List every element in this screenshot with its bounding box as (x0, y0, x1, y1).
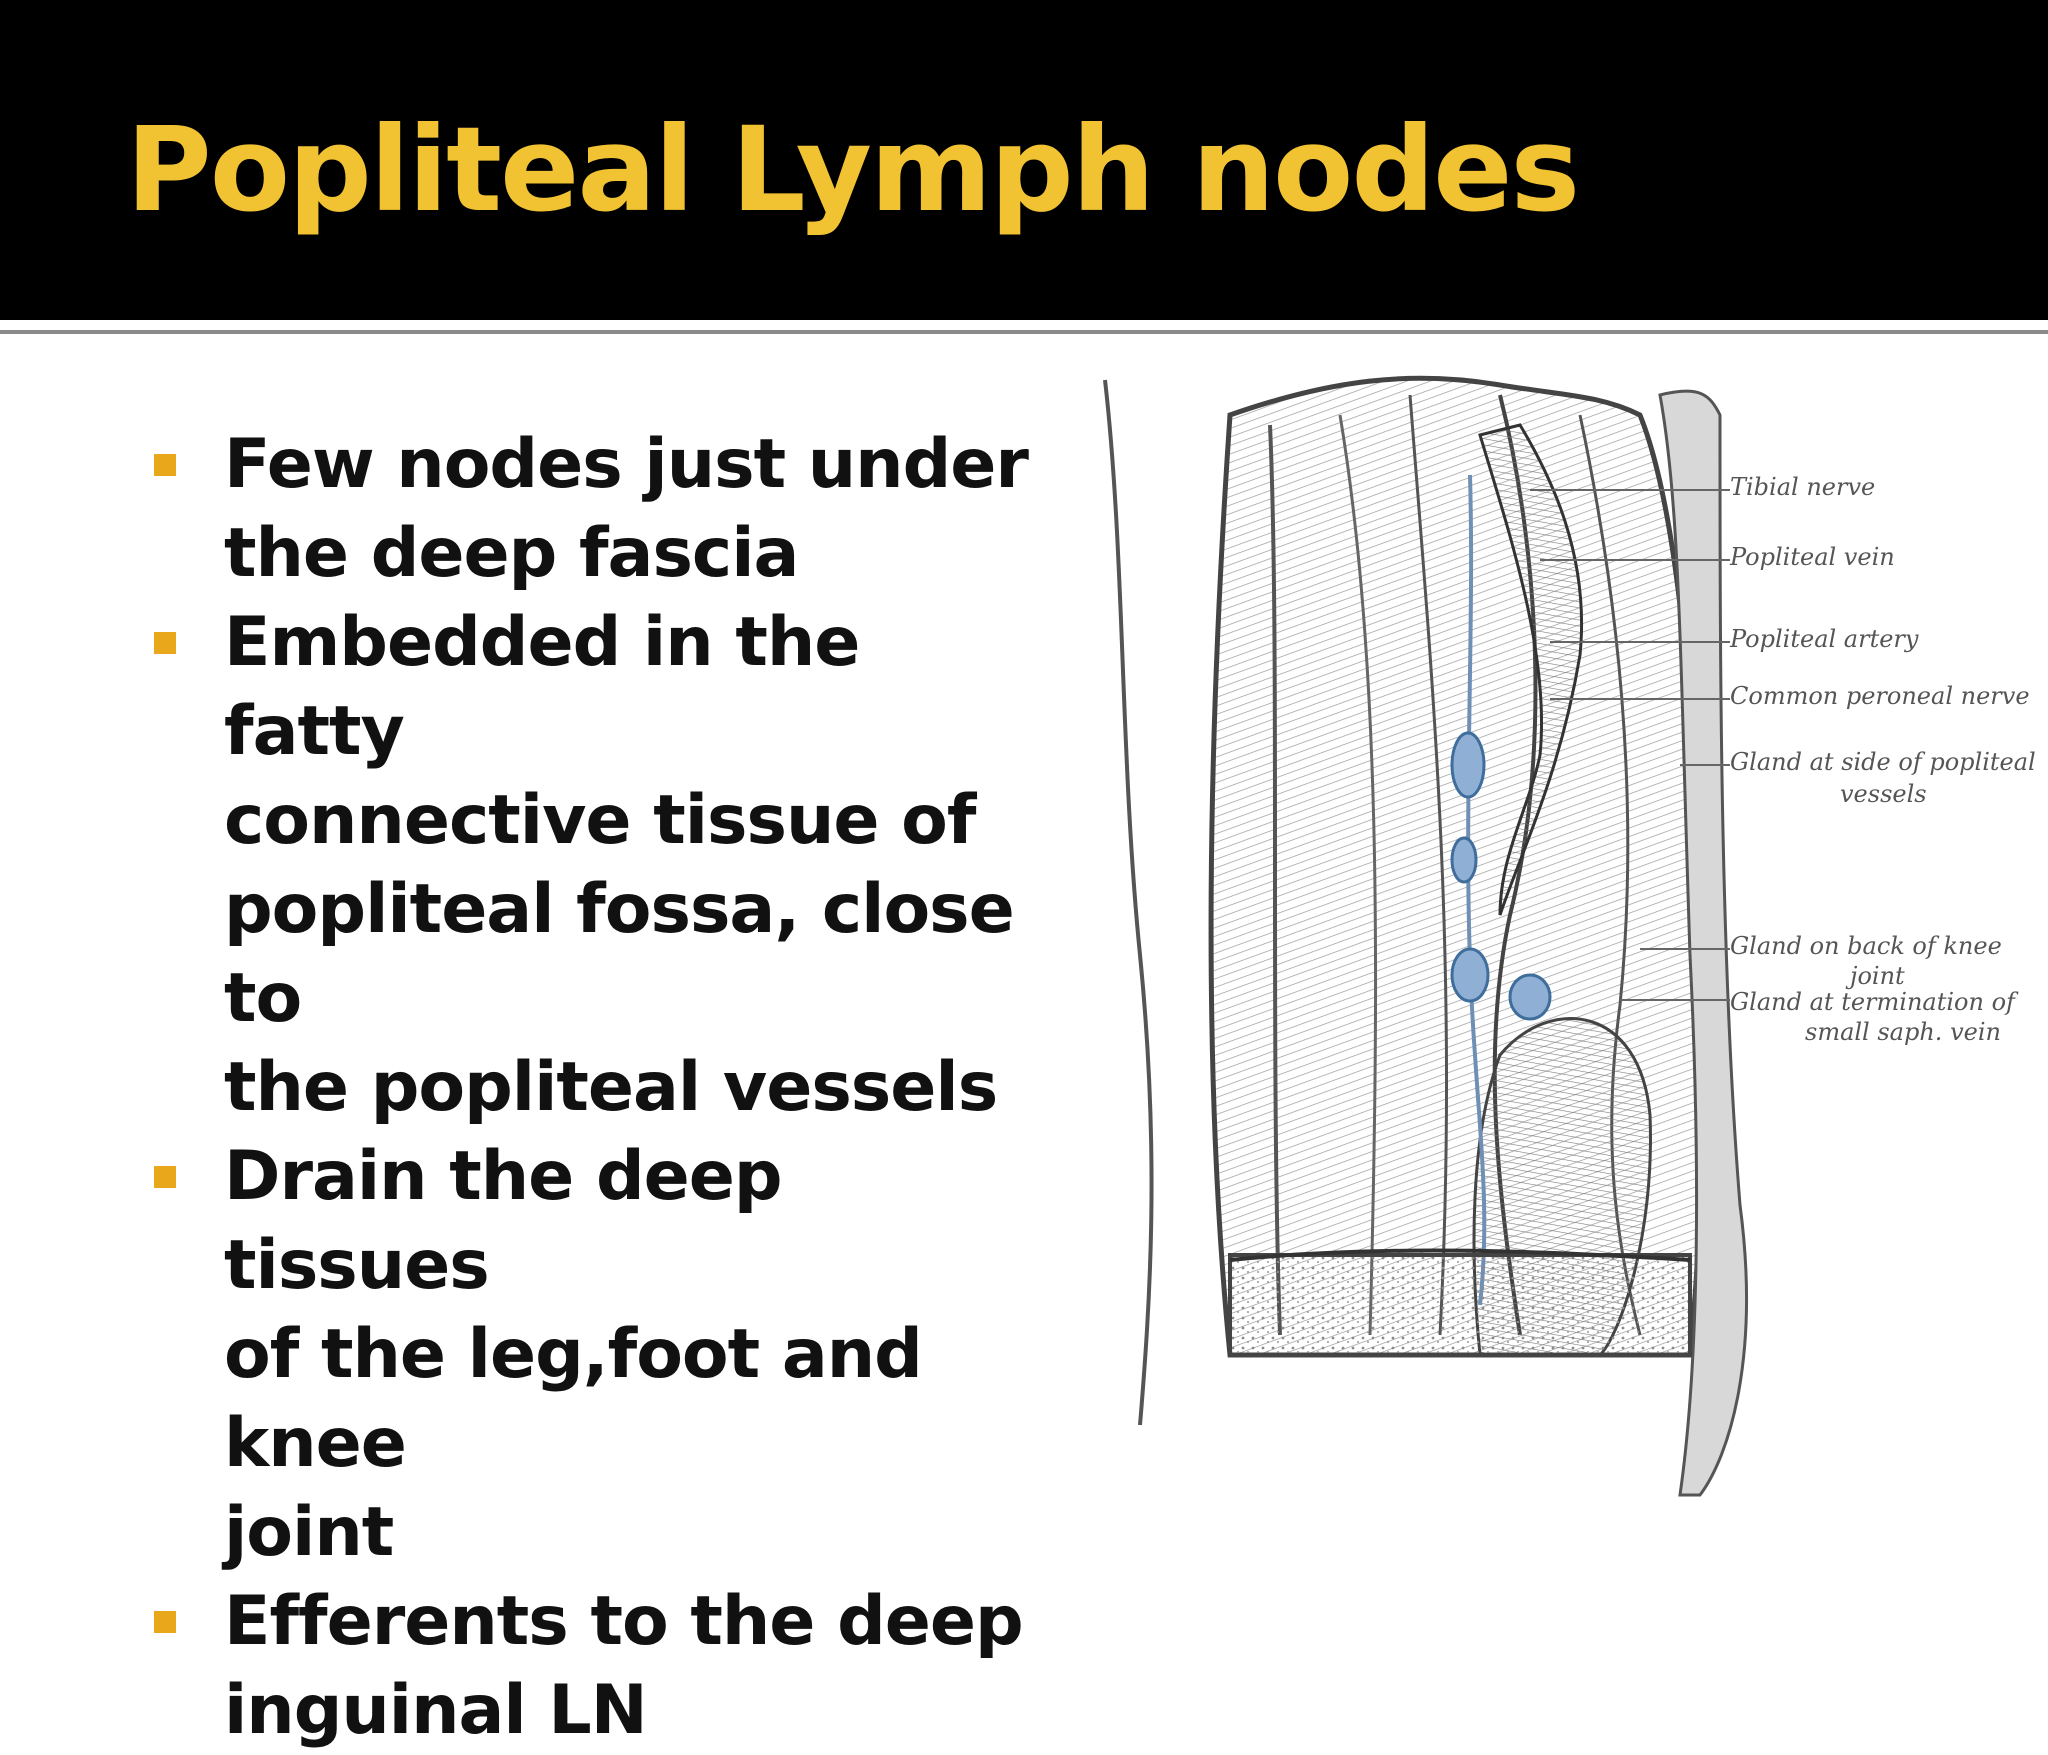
lymph-node (1450, 836, 1478, 884)
bullet-item: Few nodes just under the deep fascia (150, 420, 1050, 598)
anatomical-illustration-icon (1103, 375, 1748, 1497)
bullet-line: of the leg,foot and knee (224, 1315, 923, 1483)
bullet-list: Few nodes just under the deep fascia Emb… (150, 420, 1050, 1755)
callout-tibial-nerve: Tibial nerve (1730, 473, 1876, 501)
bullet-line: the deep fascia (224, 514, 799, 593)
callout-gland-back-knee: Gland on back of knee (1730, 932, 2002, 960)
lymph-node (1450, 731, 1486, 799)
slide-header: Popliteal Lymph nodes (0, 0, 2048, 320)
bullet-item: Efferents to the deep inguinal LN (150, 1577, 1050, 1755)
callout-gland-side-vessels: Gland at side of popliteal (1730, 748, 2036, 776)
slide-title: Popliteal Lymph nodes (126, 101, 1580, 238)
bullet-line: Few nodes just under (224, 425, 1029, 504)
callout-gland-termination: Gland at termination of (1730, 988, 2015, 1016)
cut-section (1228, 1253, 1692, 1357)
bullet-line: popliteal fossa, close to (224, 870, 1015, 1038)
square-bullet-icon (154, 1166, 176, 1188)
callout-gland-back-knee-line2: joint (1850, 962, 1905, 990)
square-bullet-icon (154, 454, 176, 476)
callout-popliteal-artery: Popliteal artery (1730, 625, 1919, 653)
header-divider (0, 320, 2048, 323)
square-bullet-icon (154, 632, 176, 654)
square-bullet-icon (154, 1611, 176, 1633)
skin-contour (1103, 379, 1154, 1426)
callout-gland-termination-line2: small saph. vein (1805, 1018, 2001, 1046)
callout-popliteal-vein: Popliteal vein (1730, 543, 1895, 571)
bullet-item: Embedded in the fatty connective tissue … (150, 598, 1050, 1132)
bullet-item: Drain the deep tissues of the leg,foot a… (150, 1132, 1050, 1577)
bullet-line: connective tissue of (224, 781, 976, 860)
callout-common-peroneal-nerve: Common peroneal nerve (1730, 682, 2030, 710)
skin-flap (1658, 389, 1748, 1497)
bullet-line: inguinal LN (224, 1671, 648, 1750)
popliteal-fossa-illustration: Tibial nerve Popliteal vein Popliteal ar… (1080, 355, 2048, 1505)
bullet-line: Efferents to the deep (224, 1582, 1024, 1661)
bullet-line: Drain the deep tissues (224, 1137, 783, 1305)
callout-gland-side-vessels-line2: vessels (1840, 780, 1927, 808)
lymph-node (1450, 947, 1490, 1003)
lymph-node (1508, 973, 1552, 1021)
bullet-line: joint (224, 1493, 394, 1572)
bullet-line: Embedded in the fatty (224, 603, 860, 771)
bullet-line: the popliteal vessels (224, 1048, 998, 1127)
header-divider-shadow (0, 330, 2048, 334)
